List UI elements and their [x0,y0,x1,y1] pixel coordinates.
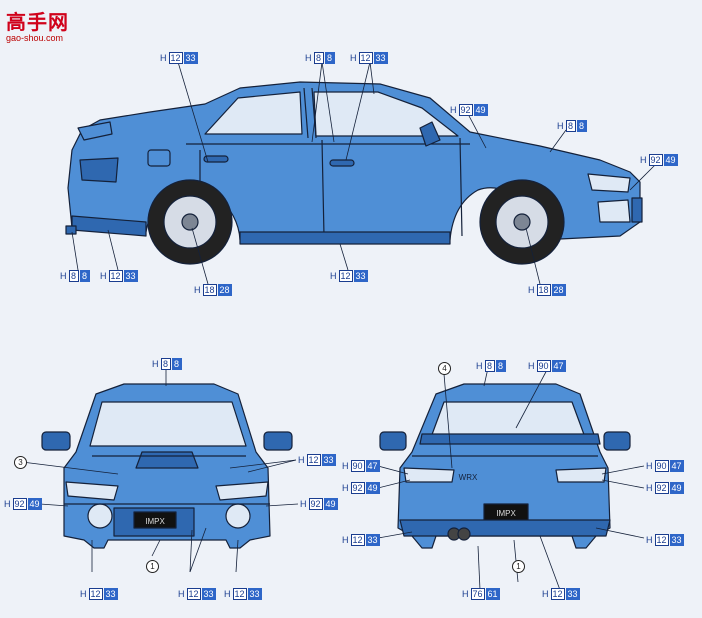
front-plate-text: IMPX [145,517,165,526]
front-view-car [41,383,293,549]
side-windows [204,91,303,135]
watermark-title: 高手网 [6,10,69,34]
side-leaders [71,61,657,285]
side-view-car [65,81,643,265]
rear-badge-text: WRX [459,473,478,482]
front-leaders [21,366,299,573]
rear-leaders [377,367,645,591]
watermark-url: gao-shou.com [6,33,64,43]
callout-3: 3 [14,456,27,469]
side-wheel-front [479,179,565,265]
callout-1-front: 1 [146,560,159,573]
callout-4: 4 [438,362,451,375]
side-wheel-rear [147,179,233,265]
rear-view-car [379,383,631,549]
callout-1-rear: 1 [512,560,525,573]
watermark: 高手网 gao-shou.com [6,6,69,43]
rear-plate-text: IMPX [496,509,516,518]
